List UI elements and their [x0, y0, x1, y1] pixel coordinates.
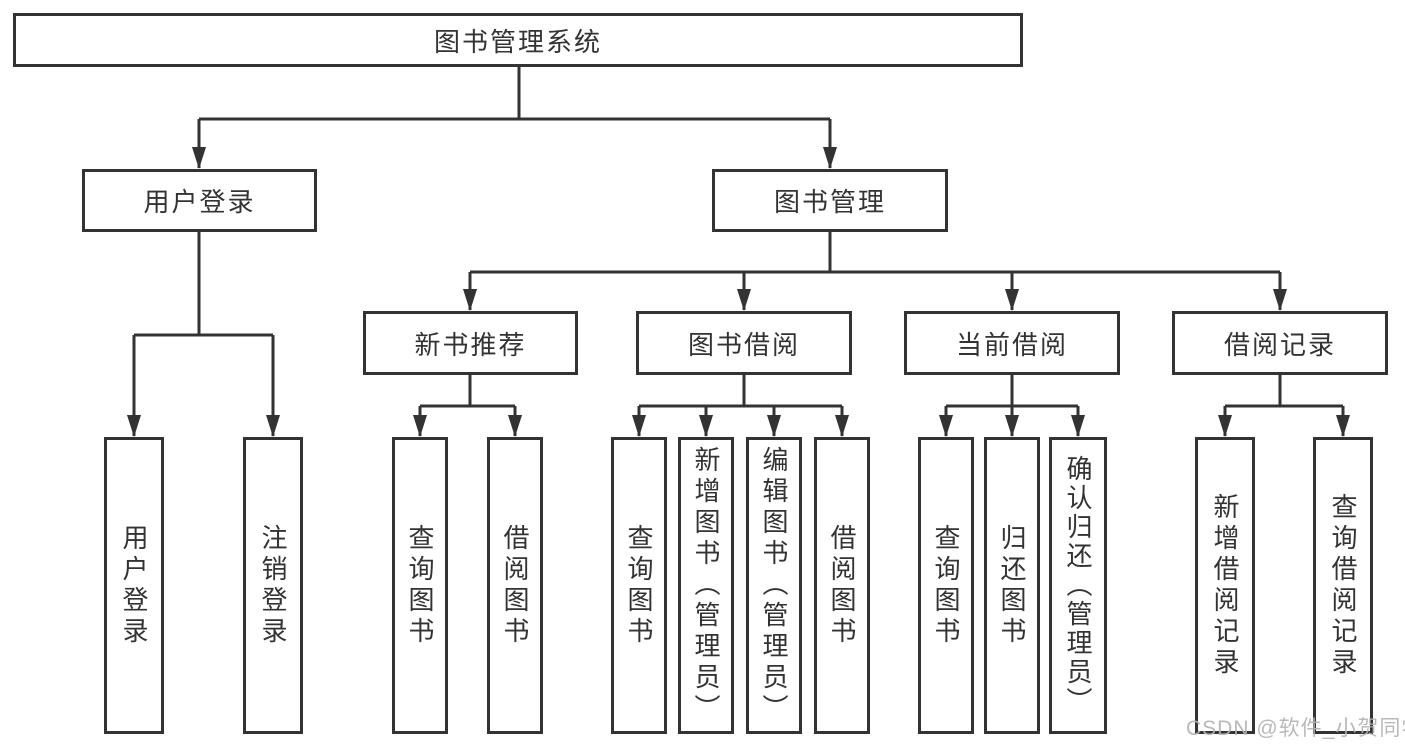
leaf-logout: 注销登录 — [243, 437, 303, 734]
leaf-current-query-books-label: 查询图书 — [931, 523, 961, 648]
leaf-current-confirm-return-admin-label: 确认归还（管理员） — [1063, 455, 1093, 716]
connector-book-borrow-children — [632, 375, 849, 437]
leaf-records-add-record-label: 新增借阅记录 — [1210, 492, 1240, 679]
node-new-book-recommendation: 新书推荐 — [363, 311, 578, 375]
leaf-current-confirm-return-admin: 确认归还（管理员） — [1049, 437, 1107, 734]
leaf-newbook-query-books: 查询图书 — [392, 437, 448, 734]
node-book-borrowing: 图书借阅 — [636, 311, 852, 375]
leaf-newbook-query-books-label: 查询图书 — [405, 523, 435, 648]
connector-user-login-children — [127, 232, 280, 437]
leaf-borrowing-edit-book-admin: 编辑图书（管理员） — [746, 437, 802, 734]
connector-current-borrow-children — [939, 375, 1085, 437]
leaf-current-return-books-label: 归还图书 — [997, 523, 1027, 648]
leaf-user-login: 用户登录 — [104, 437, 164, 734]
leaf-current-query-books: 查询图书 — [918, 437, 974, 734]
node-book-management: 图书管理 — [712, 169, 948, 232]
leaf-newbook-borrow-books-label: 借阅图书 — [500, 523, 530, 648]
leaf-borrowing-borrow-books-label: 借阅图书 — [827, 523, 857, 648]
csdn-watermark: CSDN @软件_小贺同学 — [1186, 717, 1405, 740]
leaf-records-query-record: 查询借阅记录 — [1313, 437, 1373, 734]
leaf-borrowing-add-book-admin: 新增图书（管理员） — [678, 437, 734, 734]
leaf-logout-label: 注销登录 — [258, 523, 288, 648]
leaf-borrowing-add-book-admin-label: 新增图书（管理员） — [691, 446, 721, 725]
leaf-borrowing-query-books: 查询图书 — [611, 437, 667, 734]
node-current-borrowing: 当前借阅 — [904, 311, 1120, 375]
leaf-current-return-books: 归还图书 — [984, 437, 1040, 734]
node-borrowing-records: 借阅记录 — [1172, 311, 1388, 375]
connector-root-to-level2 — [192, 67, 837, 169]
node-root: 图书管理系统 — [13, 13, 1023, 67]
leaf-borrowing-borrow-books: 借阅图书 — [814, 437, 870, 734]
leaf-borrowing-query-books-label: 查询图书 — [624, 523, 654, 648]
connector-new-book-children — [413, 375, 522, 437]
connector-borrow-record-children — [1218, 375, 1350, 437]
leaf-user-login-label: 用户登录 — [119, 523, 149, 648]
leaf-records-add-record: 新增借阅记录 — [1195, 437, 1255, 734]
connector-book-management-children — [463, 232, 1287, 311]
leaf-records-query-record-label: 查询借阅记录 — [1328, 492, 1358, 679]
leaf-newbook-borrow-books: 借阅图书 — [487, 437, 543, 734]
node-user-login: 用户登录 — [82, 169, 317, 232]
leaf-borrowing-edit-book-admin-label: 编辑图书（管理员） — [759, 446, 789, 725]
